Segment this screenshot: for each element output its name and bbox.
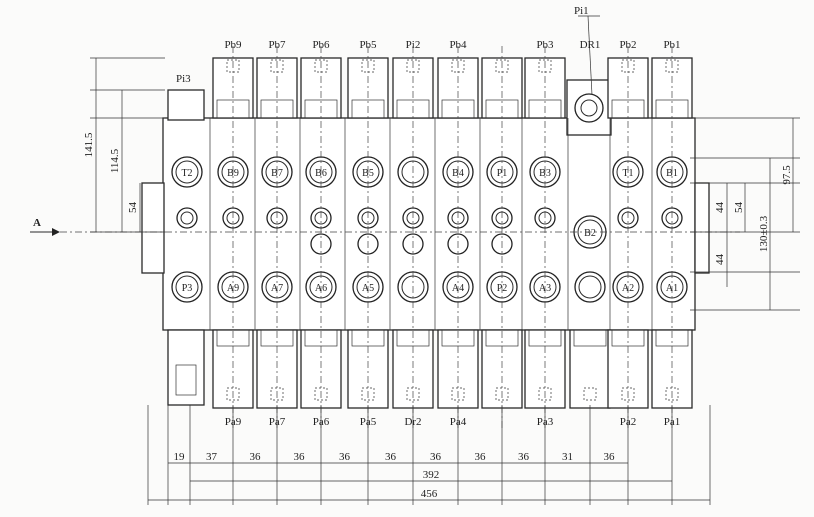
port-top-label: B1	[666, 168, 678, 179]
label-top-4: Pi2	[406, 39, 421, 51]
label-top-5: Pb4	[449, 39, 467, 51]
label-bottom-1: Pa7	[269, 416, 286, 428]
port-top-inner	[175, 160, 199, 184]
dim-chain-6-text: 36	[430, 451, 442, 463]
port-top-label: B6	[315, 168, 327, 179]
left-bottom-cap	[167, 329, 205, 406]
dim-chain-10-text: 36	[604, 451, 616, 463]
dim-chain-2-text: 36	[250, 451, 262, 463]
dim-chain-8-text: 36	[518, 451, 530, 463]
label-bottom-4: Dr2	[404, 416, 421, 428]
dim-54-left-text: 54	[127, 202, 139, 214]
text-labels: Pi1 Pi3 A Pb9 Pb7 Pb6 Pb5 Pi2 Pb4 Pb3 DR1 Pb2 Pb1…	[30, 5, 681, 428]
label-arrow-a: A	[33, 217, 41, 229]
label-bottom-2: Pa6	[313, 416, 330, 428]
port-top-label: T2	[181, 168, 192, 179]
dimension-lines: 19 37 36 36 36 36 36 36 36 31 36 392 456 141.5 114.5 54…	[83, 57, 800, 505]
pi1-port-inner	[580, 99, 598, 117]
dim-141-5-text: 141.5	[83, 132, 95, 157]
port-top-label: B3	[539, 168, 551, 179]
dim-114-5-text: 114.5	[109, 148, 121, 173]
label-top-7: DR1	[580, 39, 601, 51]
label-bottom-0: Pa9	[225, 416, 242, 428]
label-top-3: Pb5	[359, 39, 377, 51]
label-pi3: Pi3	[176, 73, 191, 85]
port-b2-label: B2	[584, 228, 596, 239]
port-top-label: B5	[362, 168, 374, 179]
label-top-2: Pb6	[312, 39, 330, 51]
label-top-8: Pb2	[619, 39, 636, 51]
port-top-label: B4	[452, 168, 464, 179]
label-bottom-8: Pa1	[664, 416, 681, 428]
body-outline	[162, 117, 696, 331]
label-top-6: Pb3	[536, 39, 554, 51]
dim-456-text: 456	[421, 488, 438, 500]
port-top-label: B7	[271, 168, 283, 179]
dim-130-text: 130±0.3	[758, 215, 770, 252]
dim-chain-9-text: 31	[562, 451, 573, 463]
dim-97-5-text: 97.5	[781, 165, 793, 185]
label-pi1: Pi1	[574, 5, 589, 17]
pi1-port	[574, 93, 604, 123]
dim-chain-3-text: 36	[294, 451, 306, 463]
port-top-label: P1	[497, 168, 508, 179]
valve-body	[141, 79, 710, 331]
pi3-block	[167, 89, 205, 121]
dim-44-bottom-text: 44	[714, 254, 726, 266]
port-mid-inner	[180, 211, 194, 225]
port-bottom-inner	[175, 275, 199, 299]
label-top-0: Pb9	[224, 39, 242, 51]
label-top-9: Pb1	[663, 39, 680, 51]
label-bottom-7: Pa2	[620, 416, 637, 428]
dim-chain-0-text: 19	[174, 451, 186, 463]
port-top-label: B9	[227, 168, 239, 179]
bottom-cap-collar	[573, 329, 607, 347]
port-top-label: T1	[622, 168, 633, 179]
centerlines	[60, 46, 740, 430]
label-top-1: Pb7	[268, 39, 286, 51]
bottom-port-hidden	[583, 387, 597, 401]
port-bottom-label: P3	[182, 283, 193, 294]
port-mid	[176, 207, 198, 229]
dim-54-right-text: 54	[733, 202, 745, 214]
left-fitting	[175, 364, 197, 396]
dim-392-text: 392	[423, 469, 440, 481]
dim-chain-1-text: 37	[206, 451, 218, 463]
dim-chain-4-text: 36	[339, 451, 351, 463]
dim-chain-5-text: 36	[385, 451, 397, 463]
end-cover-left	[141, 182, 165, 274]
label-bottom-5: Pa4	[450, 416, 467, 428]
bottom-cap	[569, 329, 611, 409]
dim-chain-7-text: 36	[475, 451, 487, 463]
end-cover-right	[694, 182, 710, 274]
label-bottom-3: Pa5	[360, 416, 377, 428]
label-bottom-6: Pa3	[537, 416, 554, 428]
port-bottom-inner	[578, 275, 602, 299]
dim-44-top-text: 44	[714, 202, 726, 214]
